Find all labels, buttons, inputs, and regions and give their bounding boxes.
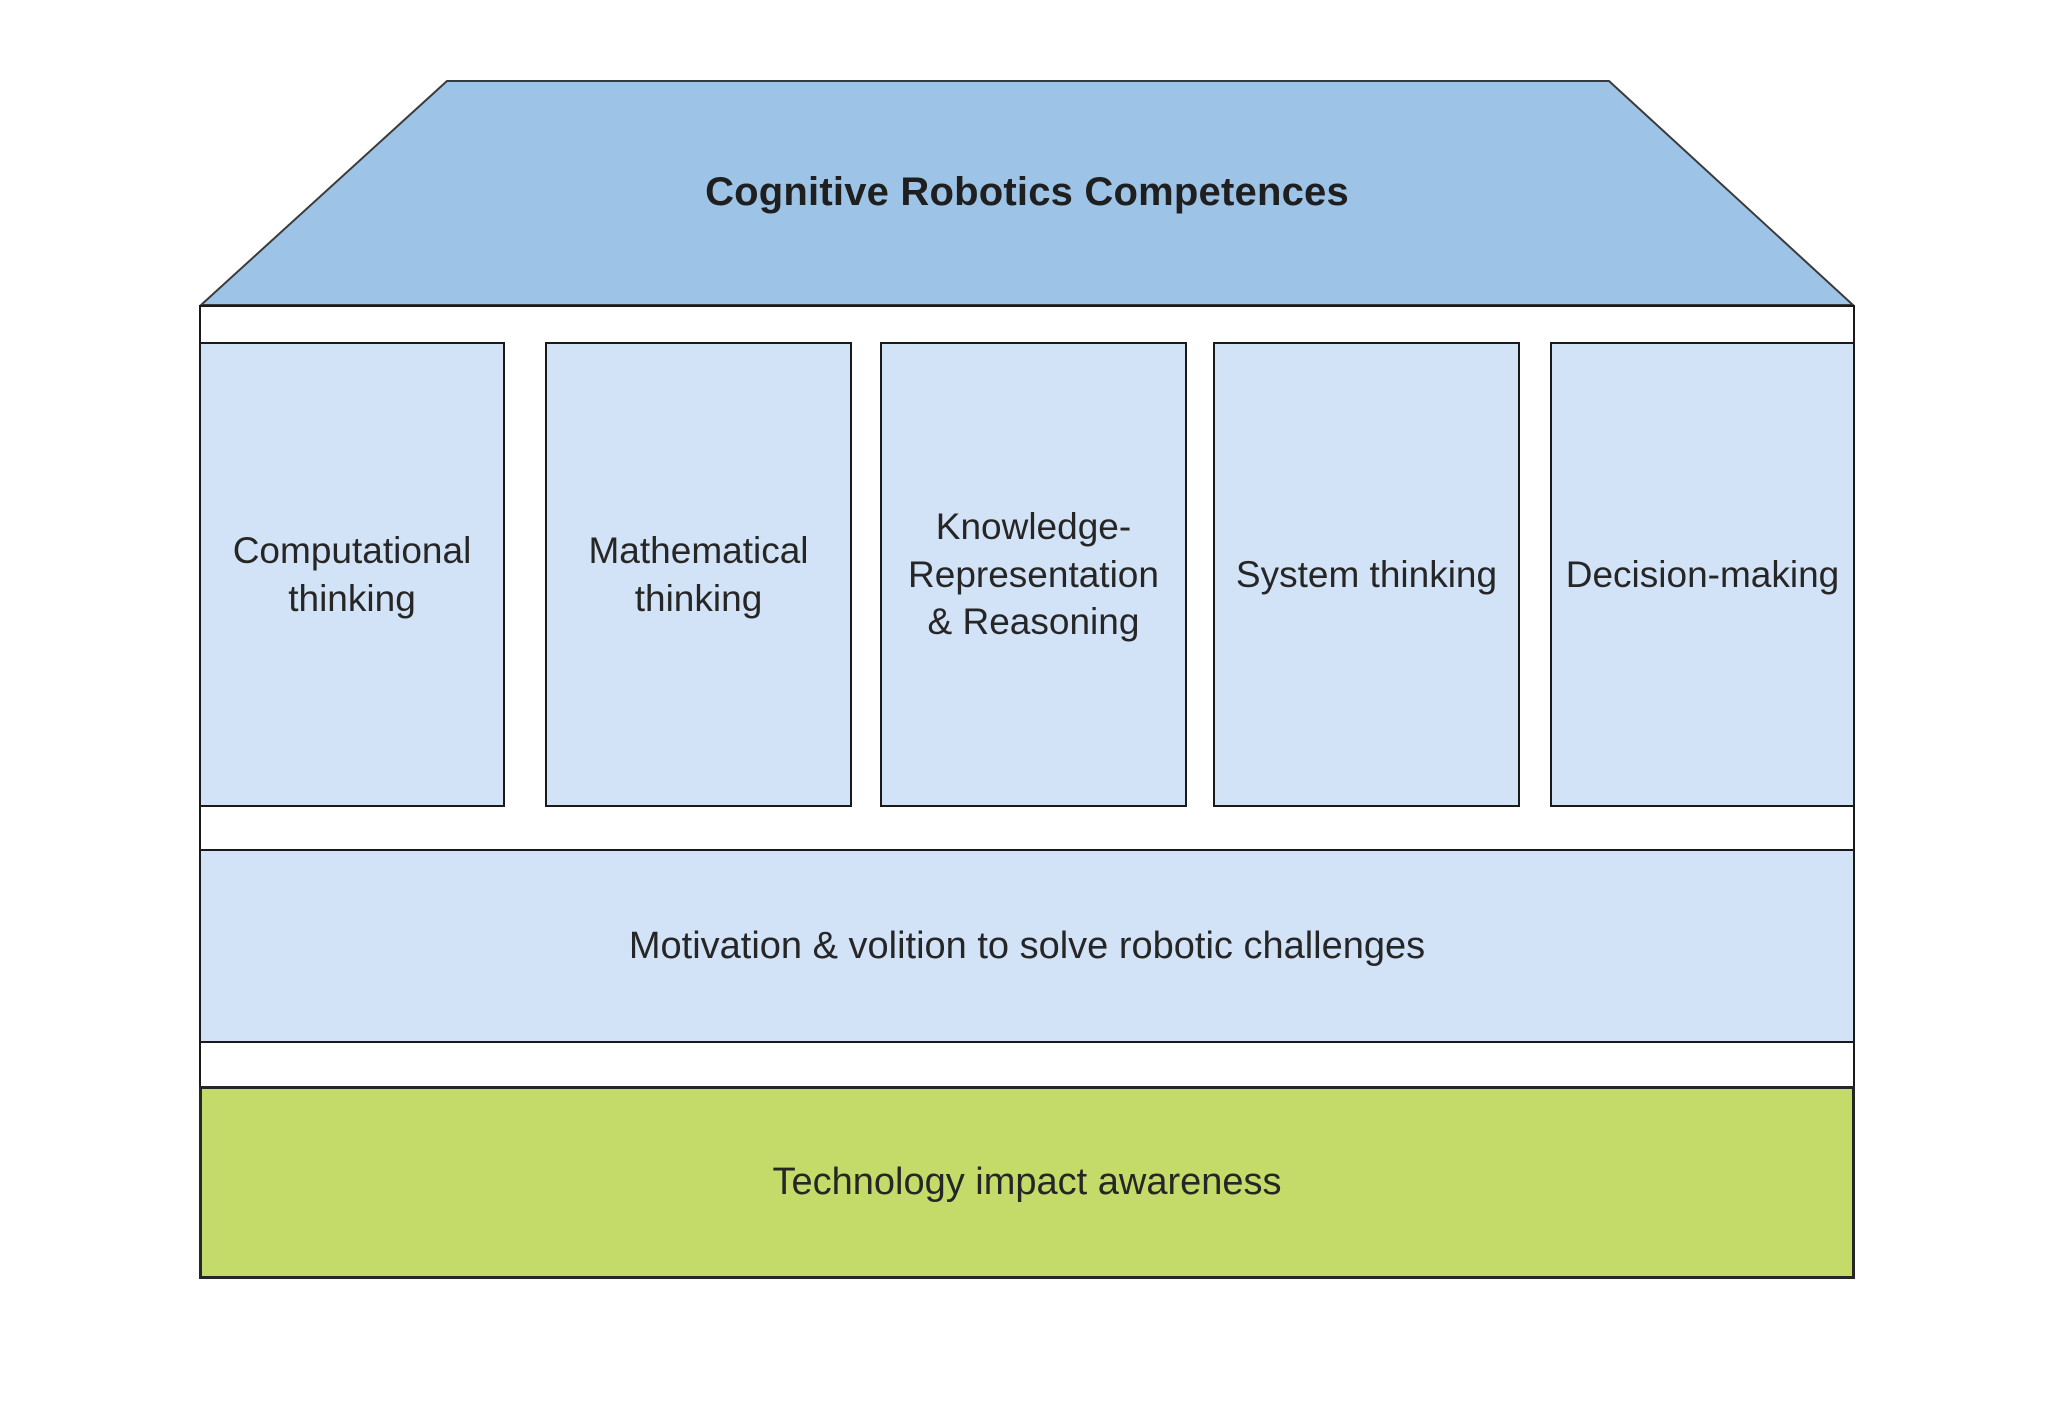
pillar-system-thinking: System thinking <box>1213 342 1520 807</box>
base-bar-label: Technology impact awareness <box>772 1161 1282 1203</box>
pillar-knowledge-representation-reasoning: Knowledge- Representation & Reasoning <box>880 342 1187 807</box>
pillar-label: System thinking <box>1235 553 1498 595</box>
pillar-label: Computational thinking <box>232 530 472 619</box>
pillar-label: Decision-making <box>1565 553 1840 595</box>
foundation-bar-label: Motivation & volition to solve robotic c… <box>628 924 1426 967</box>
diagram-title: Cognitive Robotics Competences <box>705 170 1349 214</box>
pillar-mathematical-thinking: Mathematical thinking <box>545 342 852 807</box>
base-bar-technology-impact: Technology impact awareness <box>199 1086 1855 1279</box>
foundation-bar-motivation: Motivation & volition to solve robotic c… <box>199 849 1855 1043</box>
pillar-computational-thinking: Computational thinking <box>199 342 505 807</box>
pillar-label: Mathematical thinking <box>588 530 809 619</box>
pillar-label: Knowledge- Representation & Reasoning <box>908 506 1159 643</box>
pillar-decision-making: Decision-making <box>1550 342 1855 807</box>
